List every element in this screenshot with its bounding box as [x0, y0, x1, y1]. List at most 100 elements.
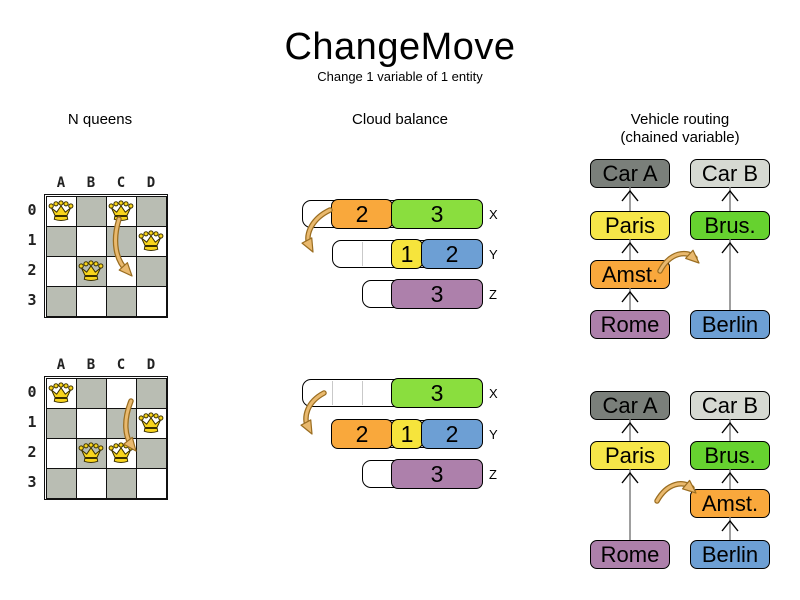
board-cell — [105, 407, 137, 439]
column-label: A — [56, 357, 66, 373]
vehicle-box-carA: Car A — [590, 391, 670, 420]
queen-icon — [138, 412, 164, 434]
board-cell — [135, 195, 167, 227]
vehicle-box-berlin: Berlin — [690, 310, 770, 339]
board-cell — [45, 467, 77, 499]
board-cell — [45, 437, 77, 469]
section-title-cloud-balance: Cloud balance — [352, 111, 448, 128]
queen-crown — [138, 230, 164, 251]
computer-label: Y — [489, 427, 498, 442]
chain-arrowhead — [721, 519, 739, 532]
queen-crown — [108, 200, 134, 221]
process-block: 1 — [391, 419, 423, 449]
section-title-vehicle-routing: Vehicle routing — [630, 111, 730, 128]
chain-arrowhead — [621, 471, 639, 484]
vehicle-box-paris: Paris — [590, 441, 670, 470]
chain-arrowhead — [721, 471, 739, 484]
vehicle-box-amst: Amst. — [690, 489, 770, 518]
board-cell — [45, 407, 77, 439]
row-label: 0 — [27, 201, 37, 219]
move-arrow-vehicle-after — [654, 481, 695, 504]
vehicle-box-paris: Paris — [590, 211, 670, 240]
board-cell — [135, 255, 167, 287]
vehicle-box-rome: Rome — [590, 540, 670, 569]
row-label: 2 — [27, 261, 37, 279]
board-cell — [45, 285, 77, 317]
board-cell — [105, 225, 137, 257]
computer-label: X — [489, 207, 498, 222]
vehicle-box-berlin: Berlin — [690, 540, 770, 569]
move-arrow-cloud-before-head — [301, 237, 314, 253]
queen-crown — [78, 442, 104, 463]
board-cell — [45, 225, 77, 257]
computer-label: Z — [489, 287, 497, 302]
chain-arrowhead — [621, 421, 639, 434]
vehicle-box-brus: Brus. — [690, 211, 770, 240]
capacity-tick — [362, 381, 363, 405]
process-block: 3 — [391, 378, 483, 408]
process-block: 2 — [331, 199, 393, 229]
board-cell — [75, 407, 107, 439]
chain-arrowhead — [721, 421, 739, 434]
board-cell — [135, 437, 167, 469]
process-block: 3 — [391, 279, 483, 309]
board-cell — [75, 285, 107, 317]
move-arrow-vehicle-before-head — [685, 249, 700, 264]
section-title-nqueens: N queens — [67, 111, 133, 128]
column-label: D — [146, 175, 156, 191]
process-block: 1 — [391, 239, 423, 269]
process-block: 2 — [421, 239, 483, 269]
chain-arrowhead — [621, 241, 639, 254]
queen-icon — [108, 200, 134, 222]
queen-crown — [138, 412, 164, 433]
column-label: B — [86, 357, 96, 373]
column-label: A — [56, 175, 66, 191]
queen-crown — [48, 200, 74, 221]
queen-crown — [48, 382, 74, 403]
move-arrow-cloud-after-head — [300, 419, 313, 435]
board-cell — [75, 225, 107, 257]
column-label: C — [116, 175, 126, 191]
board-cell — [75, 377, 107, 409]
row-label: 3 — [27, 291, 37, 309]
board-cell — [105, 467, 137, 499]
move-arrow-vehicle-after — [655, 482, 694, 503]
capacity-tick — [332, 381, 333, 405]
board-cell — [135, 285, 167, 317]
board-cell — [135, 467, 167, 499]
board-cell — [105, 285, 137, 317]
column-label: C — [116, 357, 126, 373]
board-cell — [45, 255, 77, 287]
vehicle-box-rome: Rome — [590, 310, 670, 339]
row-label: 1 — [27, 231, 37, 249]
computer-label: Y — [489, 247, 498, 262]
board-cell — [75, 467, 107, 499]
column-label: D — [146, 357, 156, 373]
row-label: 3 — [27, 473, 37, 491]
queen-crown — [108, 442, 134, 463]
queen-icon — [78, 260, 104, 282]
queen-icon — [48, 200, 74, 222]
chain-arrowhead — [621, 189, 639, 202]
chain-arrowhead — [721, 241, 739, 254]
vehicle-box-carB: Car B — [690, 391, 770, 420]
queen-icon — [108, 442, 134, 464]
capacity-tick — [362, 242, 363, 266]
computer-label: Z — [489, 467, 497, 482]
process-block: 2 — [421, 419, 483, 449]
process-block: 3 — [391, 199, 483, 229]
chain-arrowhead — [721, 189, 739, 202]
board-cell — [135, 377, 167, 409]
vehicle-box-carA: Car A — [590, 159, 670, 188]
section-subtitle-vehicle-routing: (chained variable) — [620, 129, 740, 146]
vehicle-box-brus: Brus. — [690, 441, 770, 470]
computer-label: X — [489, 386, 498, 401]
row-label: 2 — [27, 443, 37, 461]
chain-arrowhead — [621, 290, 639, 303]
vehicle-box-carB: Car B — [690, 159, 770, 188]
vehicle-box-amst: Amst. — [590, 260, 670, 289]
queen-crown — [78, 260, 104, 281]
row-label: 0 — [27, 383, 37, 401]
page-title: ChangeMove — [284, 26, 516, 68]
process-block: 2 — [331, 419, 393, 449]
